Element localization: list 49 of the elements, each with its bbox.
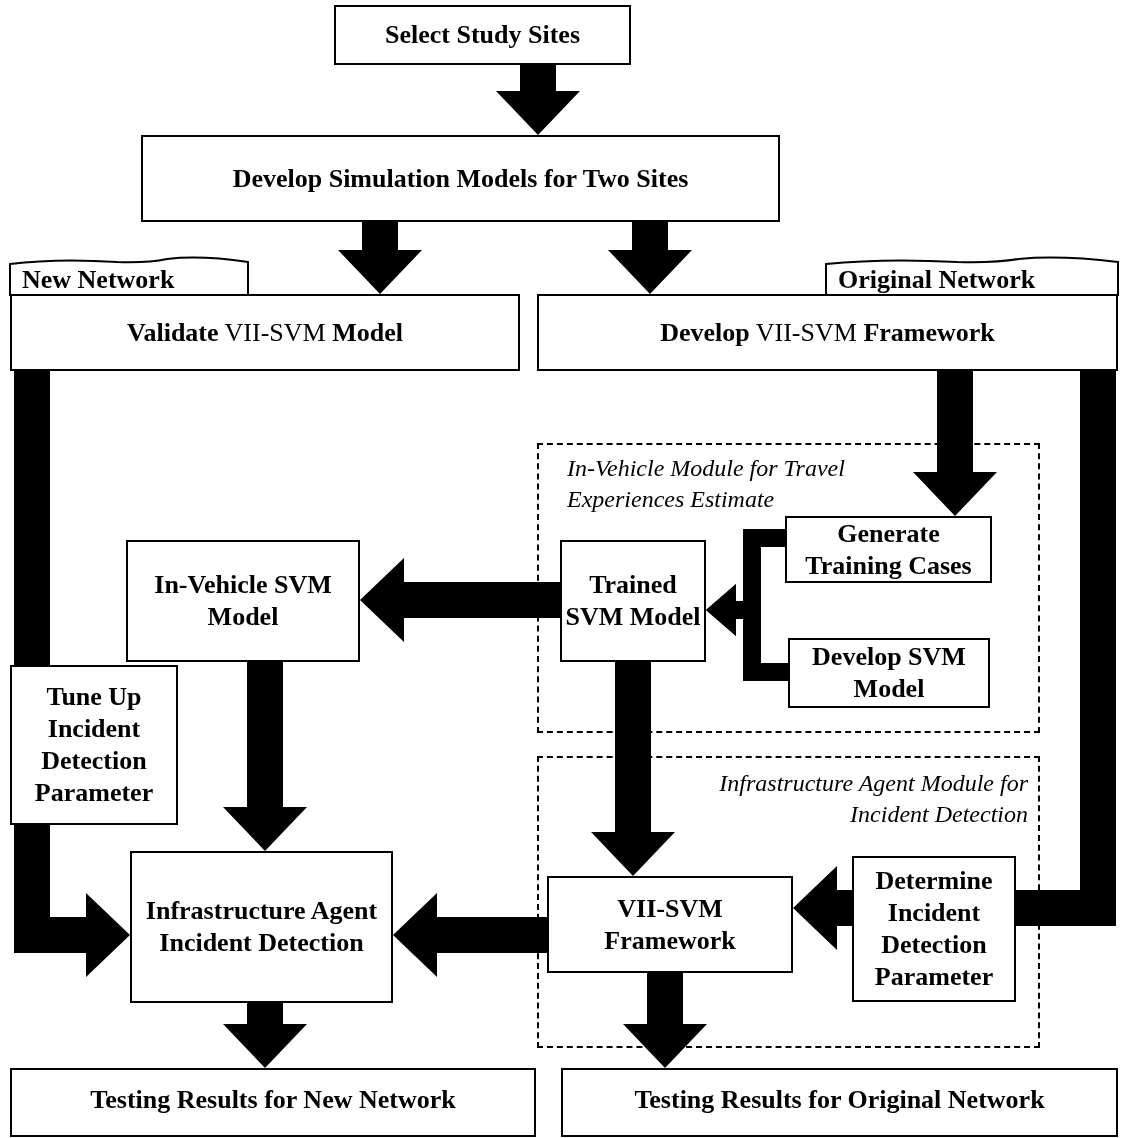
box-label: Validate VII-SVM Model [127,316,403,349]
dashed-group-box [537,756,1040,1048]
process-box [130,851,393,1003]
box-label: VII-SVM Framework [603,892,737,957]
box-label: Select Study Sites [385,19,580,51]
tab-label: Original Network [838,264,1036,296]
box-label: Trained SVM Model [564,569,702,633]
box-label: Develop Simulation Models for Two Sites [232,162,689,195]
box-label: Testing Results for New Network [90,1084,456,1116]
result-box [561,1068,1118,1137]
dashed-group-box [537,443,1040,733]
tab-label: New Network [22,264,175,296]
process-box [10,665,178,825]
process-box [547,876,793,973]
block-arrow [793,866,852,950]
process-box [560,540,706,662]
block-arrow [393,893,547,977]
box-label: Infrastructure Agent Incident Detection [144,895,379,959]
process-box [785,516,992,583]
block-arrow [706,584,788,681]
block-arrow [360,558,560,642]
box-label: Testing Results for Original Network [634,1084,1045,1116]
group-caption: In-Vehicle Module for Travel Experiences Estimate [567,454,846,514]
block-arrow [223,662,307,851]
box-label: In-Vehicle SVM Model [153,569,333,633]
block-arrow [496,65,580,135]
tab-label-box [826,256,1118,296]
process-box [141,135,780,222]
connector-bar [14,371,50,665]
box-label: Determine Incident Detection Parameter [873,865,995,993]
box-label: Develop VII-SVM Framework [660,316,995,349]
tab-label-box [10,256,248,296]
box-label: Develop SVM Model [811,641,967,705]
process-box [334,5,631,65]
box-label: Tune Up Incident Detection Parameter [33,681,155,809]
block-arrow [608,222,692,294]
block-arrow [223,1003,307,1068]
process-box [852,856,1016,1002]
process-box [126,540,360,662]
block-arrow [338,222,422,294]
connector-bar [1016,371,1116,926]
block-arrow [623,973,707,1068]
box-label: Generate Training Cases [804,517,973,582]
result-box [10,1068,536,1137]
process-box [788,638,990,708]
block-arrow [591,662,675,876]
group-caption: Infrastructure Agent Module for Incident Detection [718,769,1028,829]
block-arrow [913,371,997,516]
block-arrow [14,825,130,977]
